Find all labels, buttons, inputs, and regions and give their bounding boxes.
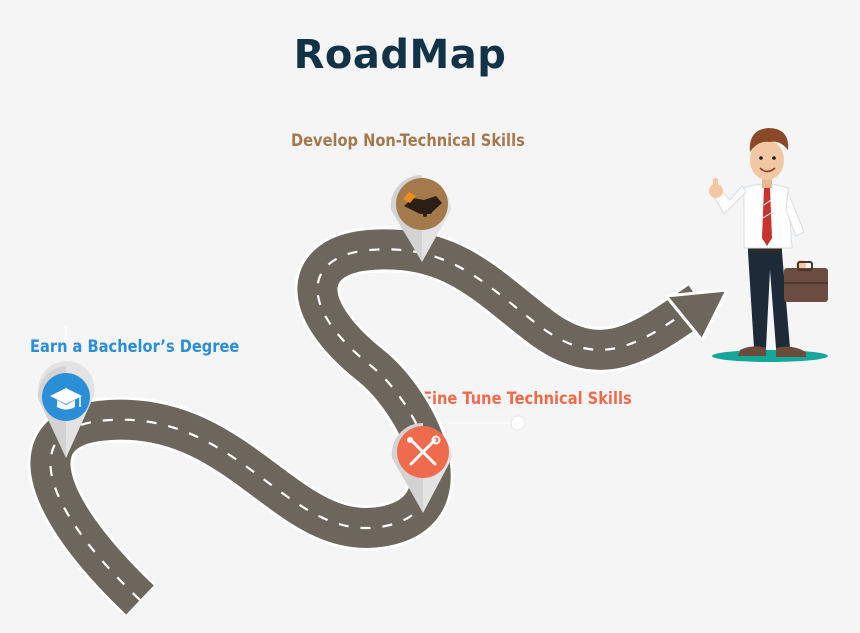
graduation-cap-icon: [50, 388, 82, 410]
milestone-pin-technical: [391, 415, 526, 513]
winding-road: [27, 226, 729, 617]
milestone-label-technical: Fine Tune Technical Skills: [422, 389, 632, 409]
road-asphalt: [30, 229, 712, 615]
milestone-label-degree: Earn a Bachelor’s Degree: [30, 337, 240, 357]
milestone-pin-degree: [37, 360, 95, 458]
page-title: RoadMap: [293, 32, 507, 78]
handshake-icon: [403, 192, 442, 217]
road-arrow-head: [664, 288, 729, 342]
road-center-line: [49, 248, 701, 601]
businessman-icon: [709, 128, 828, 362]
milestone-label-non-technical: Develop Non-Technical Skills: [291, 131, 525, 151]
milestone-pin-non-technical: [390, 174, 451, 262]
wrench-screwdriver-icon: [407, 435, 441, 466]
